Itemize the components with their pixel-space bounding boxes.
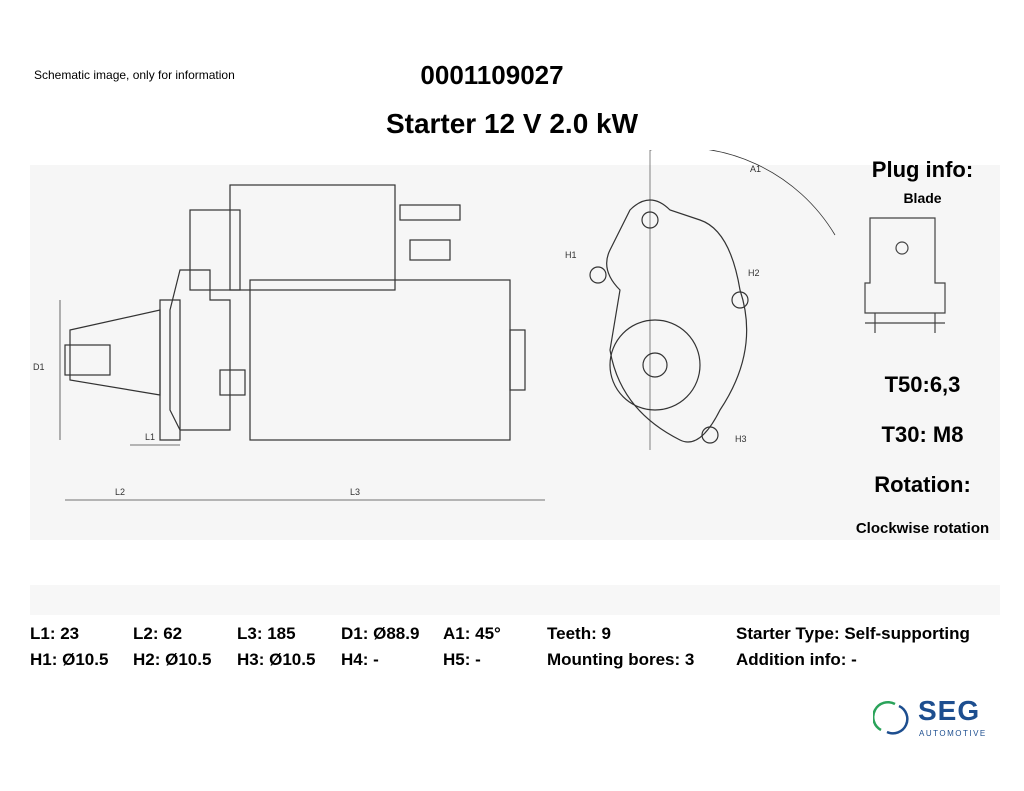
label-d1: D1 [33,362,45,372]
spec-d1: D1: Ø88.9 [341,624,420,643]
rotation-heading: Rotation: [874,472,971,497]
spec-l3: L3: 185 [237,624,296,643]
label-l3: L3 [350,487,360,497]
label-l1: L1 [145,432,155,442]
t50-value: T50:6,3 [884,372,961,397]
spec-h5: H5: - [443,650,481,669]
spec-l1: L1: 23 [30,624,80,643]
label-h1: H1 [565,250,577,260]
spec-l2: L2: 62 [133,624,183,643]
seg-logo: SEG AUTOMOTIVE [873,695,998,742]
spec-h3: H3: Ø10.5 [237,650,316,669]
starter-side-view-drawing: D1 L1 L2 L3 [33,184,545,501]
label-h3: H3 [735,434,747,444]
spec-h1: H1: Ø10.5 [30,650,109,669]
spec-a1: A1: 45° [443,624,501,643]
watermark-background [30,165,1000,540]
spec-h4: H4: - [341,650,379,669]
logo-text: SEG [918,695,981,726]
plug-type: Blade [903,190,942,206]
watermark-band [30,585,1000,615]
logo-ring-icon [873,701,909,735]
label-l2: L2 [115,487,125,497]
starter-front-view-drawing: A1 H1 H2 H3 [565,150,836,450]
spec-starter-type: Starter Type: Self-supporting [736,624,970,643]
rotation-value: Clockwise rotation [855,520,990,537]
plug-info-heading: Plug info: [871,157,974,182]
spec-h2: H2: Ø10.5 [133,650,212,669]
blade-terminal-icon [864,217,946,333]
part-number: 0001109027 [420,60,564,90]
logo-subtext: AUTOMOTIVE [919,729,987,738]
t30-value: T30: M8 [881,422,964,447]
schematic-note: Schematic image, only for information [34,68,235,82]
label-a1: A1 [750,164,761,174]
product-title: Starter 12 V 2.0 kW [385,108,639,139]
spec-addition-info: Addition info: - [736,650,857,669]
label-h2: H2 [748,268,760,278]
spec-teeth: Teeth: 9 [547,624,611,643]
spec-mounting-bores: Mounting bores: 3 [547,650,695,669]
